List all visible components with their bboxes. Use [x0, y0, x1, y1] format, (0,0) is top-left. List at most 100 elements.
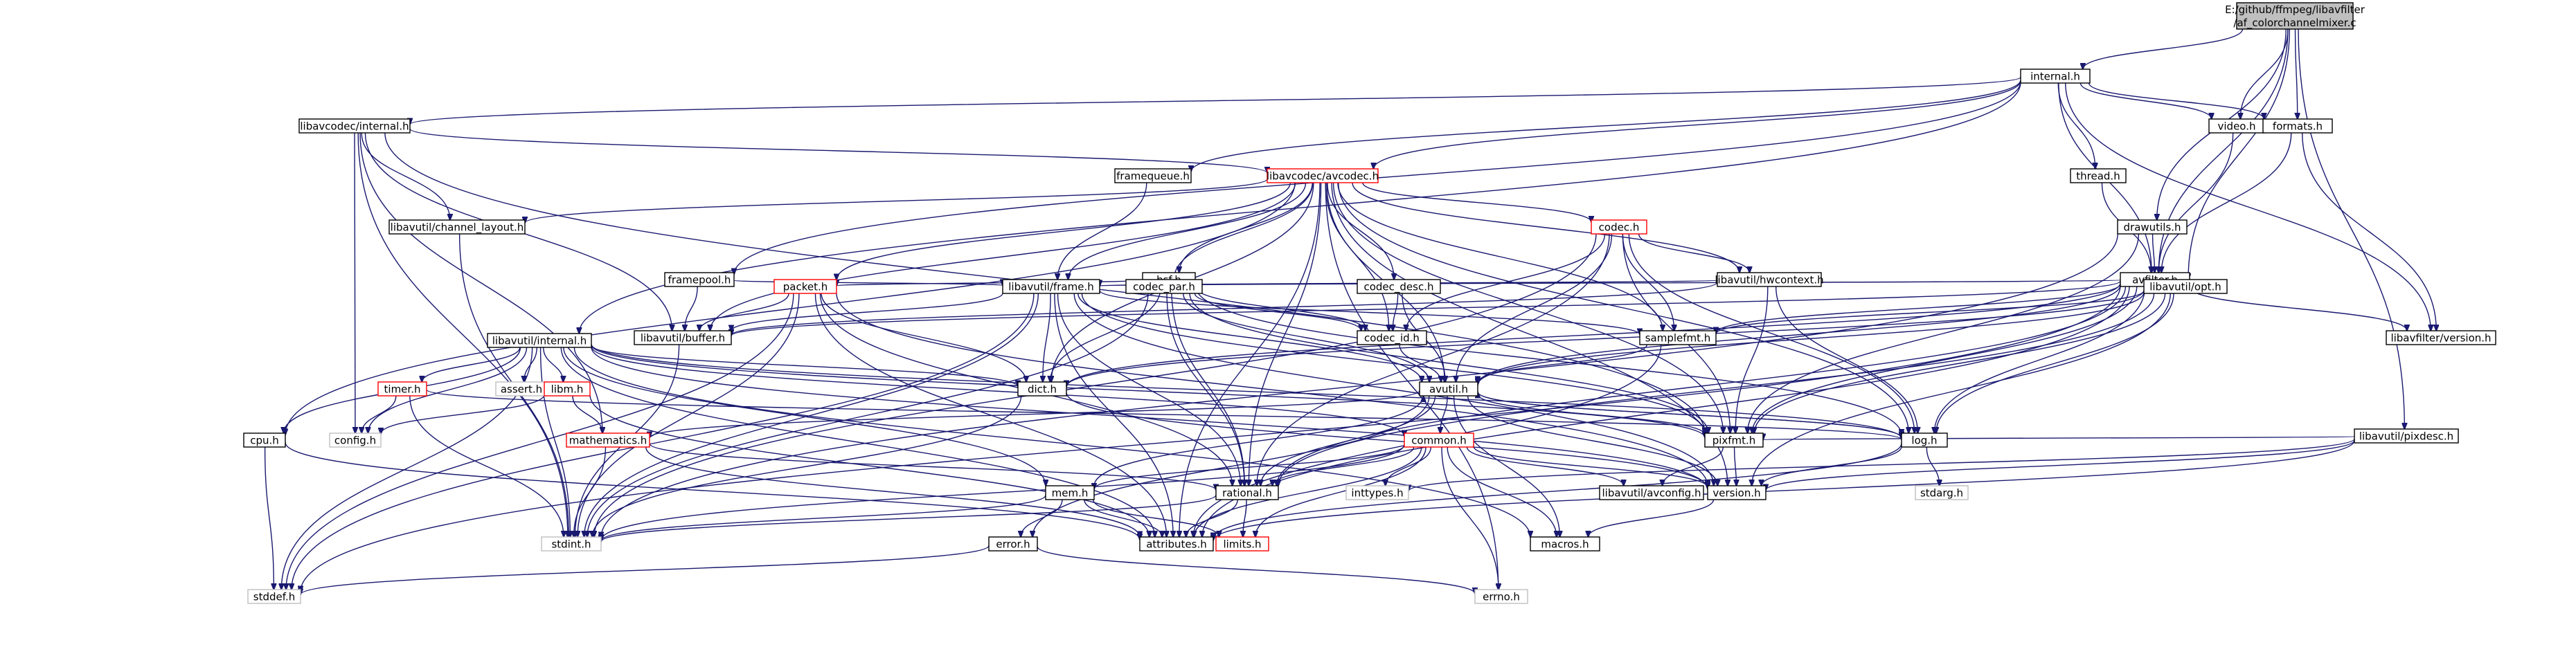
edge-libavcodec_internal_h-to-mathematics_h: [359, 132, 602, 433]
edge-root-to-pixdesc_h: [2298, 28, 2404, 429]
edge-avcodec_h-to-cpu_h: [285, 182, 1296, 435]
edge-avutil_h-to-version_h: [1467, 395, 1718, 486]
node-version-h[interactable]: version.h: [1707, 485, 1766, 500]
edge-opt_h-to-avutil_h: [1478, 292, 2145, 385]
node-box: [1915, 485, 1969, 500]
edge-avfilter_h-to-pixfmt_h: [1752, 286, 2138, 433]
node-libavcodec-internal-h[interactable]: libavcodec/internal.h: [298, 118, 411, 134]
node-label: libavcodec/internal.h: [300, 120, 409, 133]
node-inttypes-h[interactable]: inttypes.h: [1345, 485, 1409, 500]
edge-pixfmt_h-to-avconfig_h: [1663, 446, 1724, 486]
node-opt-h[interactable]: libavutil/opt.h: [2143, 279, 2228, 294]
node-internal-h[interactable]: internal.h: [2020, 69, 2091, 84]
edge-rational_h-to-attributes_h: [1186, 499, 1238, 537]
edge-avfilter_h-to-rational_h: [1277, 286, 2127, 486]
node-config-h[interactable]: config.h: [329, 432, 382, 448]
edge-version_h-to-macros_h: [1589, 499, 1715, 537]
edge-mem_h-to-limits_h: [1092, 499, 1219, 537]
node-stddef-h[interactable]: stddef.h: [247, 589, 301, 604]
node-channel-layout-h[interactable]: libavutil/channel_layout.h: [388, 219, 526, 235]
edge-internal_h-to-libavutil_internal_h: [579, 82, 2021, 334]
node-box: [1215, 536, 1269, 552]
edge-mem_h-to-avutil_h: [1093, 396, 1424, 486]
edge-codec_desc_h-to-codec_id_h: [1393, 293, 1399, 331]
node-hwcontext-h[interactable]: libavutil/hwcontext.h: [1715, 272, 1824, 287]
node-avutil-h[interactable]: avutil.h: [1419, 381, 1478, 397]
edge-opt_h-to-rational_h: [1278, 293, 2155, 486]
node-packet-h[interactable]: packet.h: [773, 279, 837, 294]
node-box: [388, 219, 526, 235]
node-box: [487, 333, 592, 348]
node-label: common.h: [1411, 435, 1467, 447]
node-error-h[interactable]: error.h: [988, 536, 1038, 552]
node-box: [1345, 485, 1409, 500]
node-rational-h[interactable]: rational.h: [1215, 485, 1279, 500]
node-stdarg-h[interactable]: stdarg.h: [1915, 485, 1969, 500]
node-timer-h[interactable]: timer.h: [377, 381, 427, 397]
edge-video_h-to-avfilter_h: [2158, 132, 2234, 273]
edge-log_h-to-version_h: [1762, 446, 1902, 486]
edge-libavcodec_internal_h-to-channel_layout_h: [361, 132, 450, 220]
edge-frame_h-to-rational_h: [1057, 293, 1240, 486]
edge-avcodec_h-to-errno_h: [1325, 182, 1499, 590]
node-codec-par-h[interactable]: codec_par.h: [1125, 279, 1203, 294]
edge-packet_h-to-version_h: [836, 293, 1708, 486]
edge-common_h-to-errno_h: [1441, 446, 1499, 590]
node-frame-h[interactable]: libavutil/frame.h: [1002, 279, 1100, 294]
node-framepool-h[interactable]: framepool.h: [664, 272, 735, 287]
node-codec-h[interactable]: codec.h: [1591, 219, 1647, 235]
edge-libavutil_internal_h-to-stdint_h: [539, 347, 571, 537]
node-macros-h[interactable]: macros.h: [1530, 536, 1600, 552]
node-log-h[interactable]: log.h: [1901, 432, 1948, 448]
node-box: [2117, 219, 2188, 235]
node-box: [298, 118, 411, 134]
node-framequeue-h[interactable]: framequeue.h: [1114, 168, 1192, 183]
edge-mem_h-to-stdint_h: [601, 495, 1046, 541]
node-box: [329, 432, 382, 448]
node-cpu-h[interactable]: cpu.h: [243, 432, 286, 448]
node-formats-h[interactable]: formats.h: [2262, 118, 2333, 134]
edge-drawutils_h-to-stdint_h: [601, 233, 2118, 538]
node-pixfmt-h[interactable]: pixfmt.h: [1704, 432, 1764, 448]
node-box: [1639, 330, 1717, 345]
node-common-h[interactable]: common.h: [1404, 432, 1474, 448]
node-dict-h[interactable]: dict.h: [1017, 381, 1067, 397]
node-label: assert.h: [501, 383, 542, 396]
node-root[interactable]: E:/github/ffmpeg/libavfilter/af_colorcha…: [2225, 2, 2365, 30]
node-avcodec-h[interactable]: libavcodec/avcodec.h: [1267, 168, 1379, 183]
node-limits-h[interactable]: limits.h: [1215, 536, 1269, 552]
node-drawutils-h[interactable]: drawutils.h: [2117, 219, 2188, 235]
node-avconfig-h[interactable]: libavutil/avconfig.h: [1599, 485, 1704, 500]
edge-root-to-opt_h: [2188, 28, 2291, 280]
edge-internal_h-to-avcodec_h: [1373, 80, 2021, 169]
node-stdint-h[interactable]: stdint.h: [541, 536, 602, 552]
node-libavfilter-version-h[interactable]: libavfilter/version.h: [2386, 330, 2496, 345]
node-assert-h[interactable]: assert.h: [495, 381, 548, 397]
node-video-h[interactable]: video.h: [2208, 118, 2265, 134]
node-errno-h[interactable]: errno.h: [1474, 589, 1528, 604]
edge-common_h-to-avconfig_h: [1466, 446, 1623, 486]
node-libm-h[interactable]: libm.h: [544, 381, 591, 397]
node-samplefmt-h[interactable]: samplefmt.h: [1639, 330, 1717, 345]
node-buffer-h[interactable]: libavutil/buffer.h: [634, 330, 732, 345]
node-mathematics-h[interactable]: mathematics.h: [566, 432, 650, 448]
edge-avcodec_h-to-codec_desc_h: [1327, 182, 1394, 280]
node-codec-desc-h[interactable]: codec_desc.h: [1357, 279, 1441, 294]
node-box: [1591, 219, 1647, 235]
node-thread-h[interactable]: thread.h: [2070, 168, 2127, 183]
edge-pixdesc_h-to-version_h: [1766, 439, 2355, 490]
edge-avfilter_h-to-samplefmt_h: [1716, 283, 2121, 333]
edge-avutil_h-to-pixfmt_h: [1477, 394, 1705, 435]
edge-avcodec_h-to-codec_h: [1362, 182, 1591, 222]
node-box: [1002, 279, 1100, 294]
node-mem-h[interactable]: mem.h: [1045, 485, 1095, 500]
node-label: libavutil/frame.h: [1008, 281, 1093, 293]
node-libavutil-internal-h[interactable]: libavutil/internal.h: [487, 333, 592, 348]
node-label: libavutil/opt.h: [2149, 281, 2221, 293]
node-pixdesc-h[interactable]: libavutil/pixdesc.h: [2354, 428, 2459, 444]
edge-framequeue_h-to-frame_h: [1057, 182, 1147, 280]
edge-avcodec_h-to-log_h: [1338, 182, 1909, 433]
node-codec-id-h[interactable]: codec_id.h: [1357, 330, 1427, 345]
node-attributes-h[interactable]: attributes.h: [1139, 536, 1214, 552]
node-label: drawutils.h: [2124, 221, 2181, 234]
